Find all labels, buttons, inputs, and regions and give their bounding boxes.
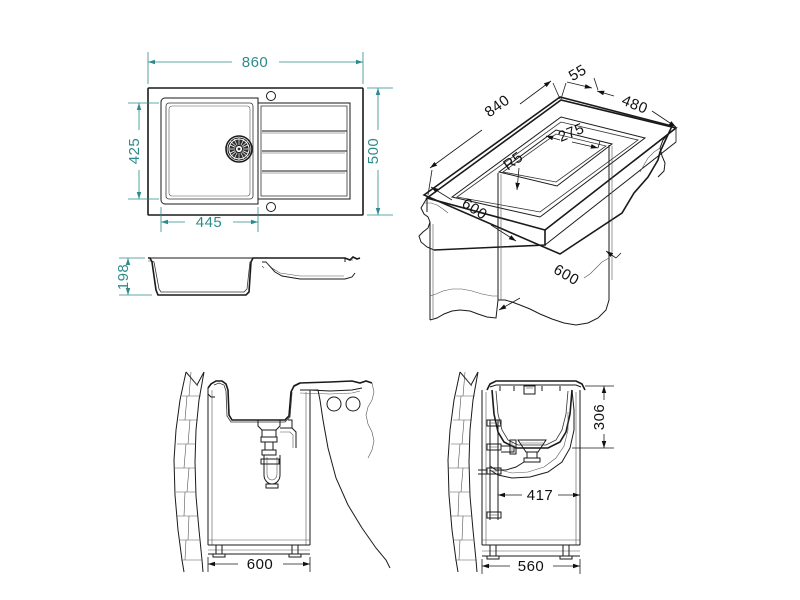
left-section-view: 600 bbox=[173, 371, 391, 573]
tap-hole-circles bbox=[266, 91, 276, 212]
dimension-label-860: 860 bbox=[242, 54, 269, 71]
dimension-600-section: 600 bbox=[207, 556, 311, 573]
dimension-label-840: 840 bbox=[482, 92, 513, 121]
drain-assembly bbox=[225, 135, 253, 163]
siphon-assembly bbox=[257, 419, 297, 489]
dimension-198: 198 bbox=[115, 257, 152, 296]
dimension-417: 417 bbox=[497, 460, 581, 505]
dimension-560-section: 560 bbox=[481, 558, 581, 575]
dimension-label-R5: R5 bbox=[500, 149, 526, 175]
dimension-label-560-section: 560 bbox=[518, 558, 545, 575]
isometric-cutout-view: 840 55 480 275 R5 bbox=[418, 61, 678, 326]
dimension-label-198: 198 bbox=[115, 264, 132, 291]
top-plan-view: 860 500 425 445 bbox=[126, 52, 393, 232]
dimension-306: 306 bbox=[572, 385, 614, 449]
dimension-label-417: 417 bbox=[527, 487, 554, 504]
dimension-label-445: 445 bbox=[196, 214, 223, 231]
dimension-label-600-section: 600 bbox=[247, 556, 274, 573]
dimension-600-iso-right: 600 bbox=[498, 250, 622, 311]
dimension-55: 55 bbox=[560, 61, 599, 100]
dimension-425: 425 bbox=[126, 102, 159, 200]
wall-brickwork bbox=[173, 371, 205, 573]
dimension-500: 500 bbox=[365, 87, 393, 216]
dimension-label-275: 275 bbox=[556, 120, 587, 146]
dimension-275: 275 bbox=[545, 120, 601, 149]
dimension-600-iso-left: 600 bbox=[430, 186, 517, 242]
dimension-label-425: 425 bbox=[126, 138, 143, 165]
right-section-view: 306 417 560 bbox=[447, 371, 614, 575]
side-profile-view: 198 bbox=[115, 256, 361, 296]
dimension-label-500: 500 bbox=[365, 138, 382, 165]
dimension-label-55: 55 bbox=[566, 61, 590, 85]
dimension-860: 860 bbox=[147, 52, 364, 84]
dimension-label-306: 306 bbox=[591, 404, 608, 431]
drainboard-grooves bbox=[262, 130, 347, 174]
wall-brickwork-right bbox=[447, 371, 479, 573]
dimension-label-600-iso-right: 600 bbox=[551, 261, 582, 289]
dimension-445: 445 bbox=[160, 207, 259, 232]
